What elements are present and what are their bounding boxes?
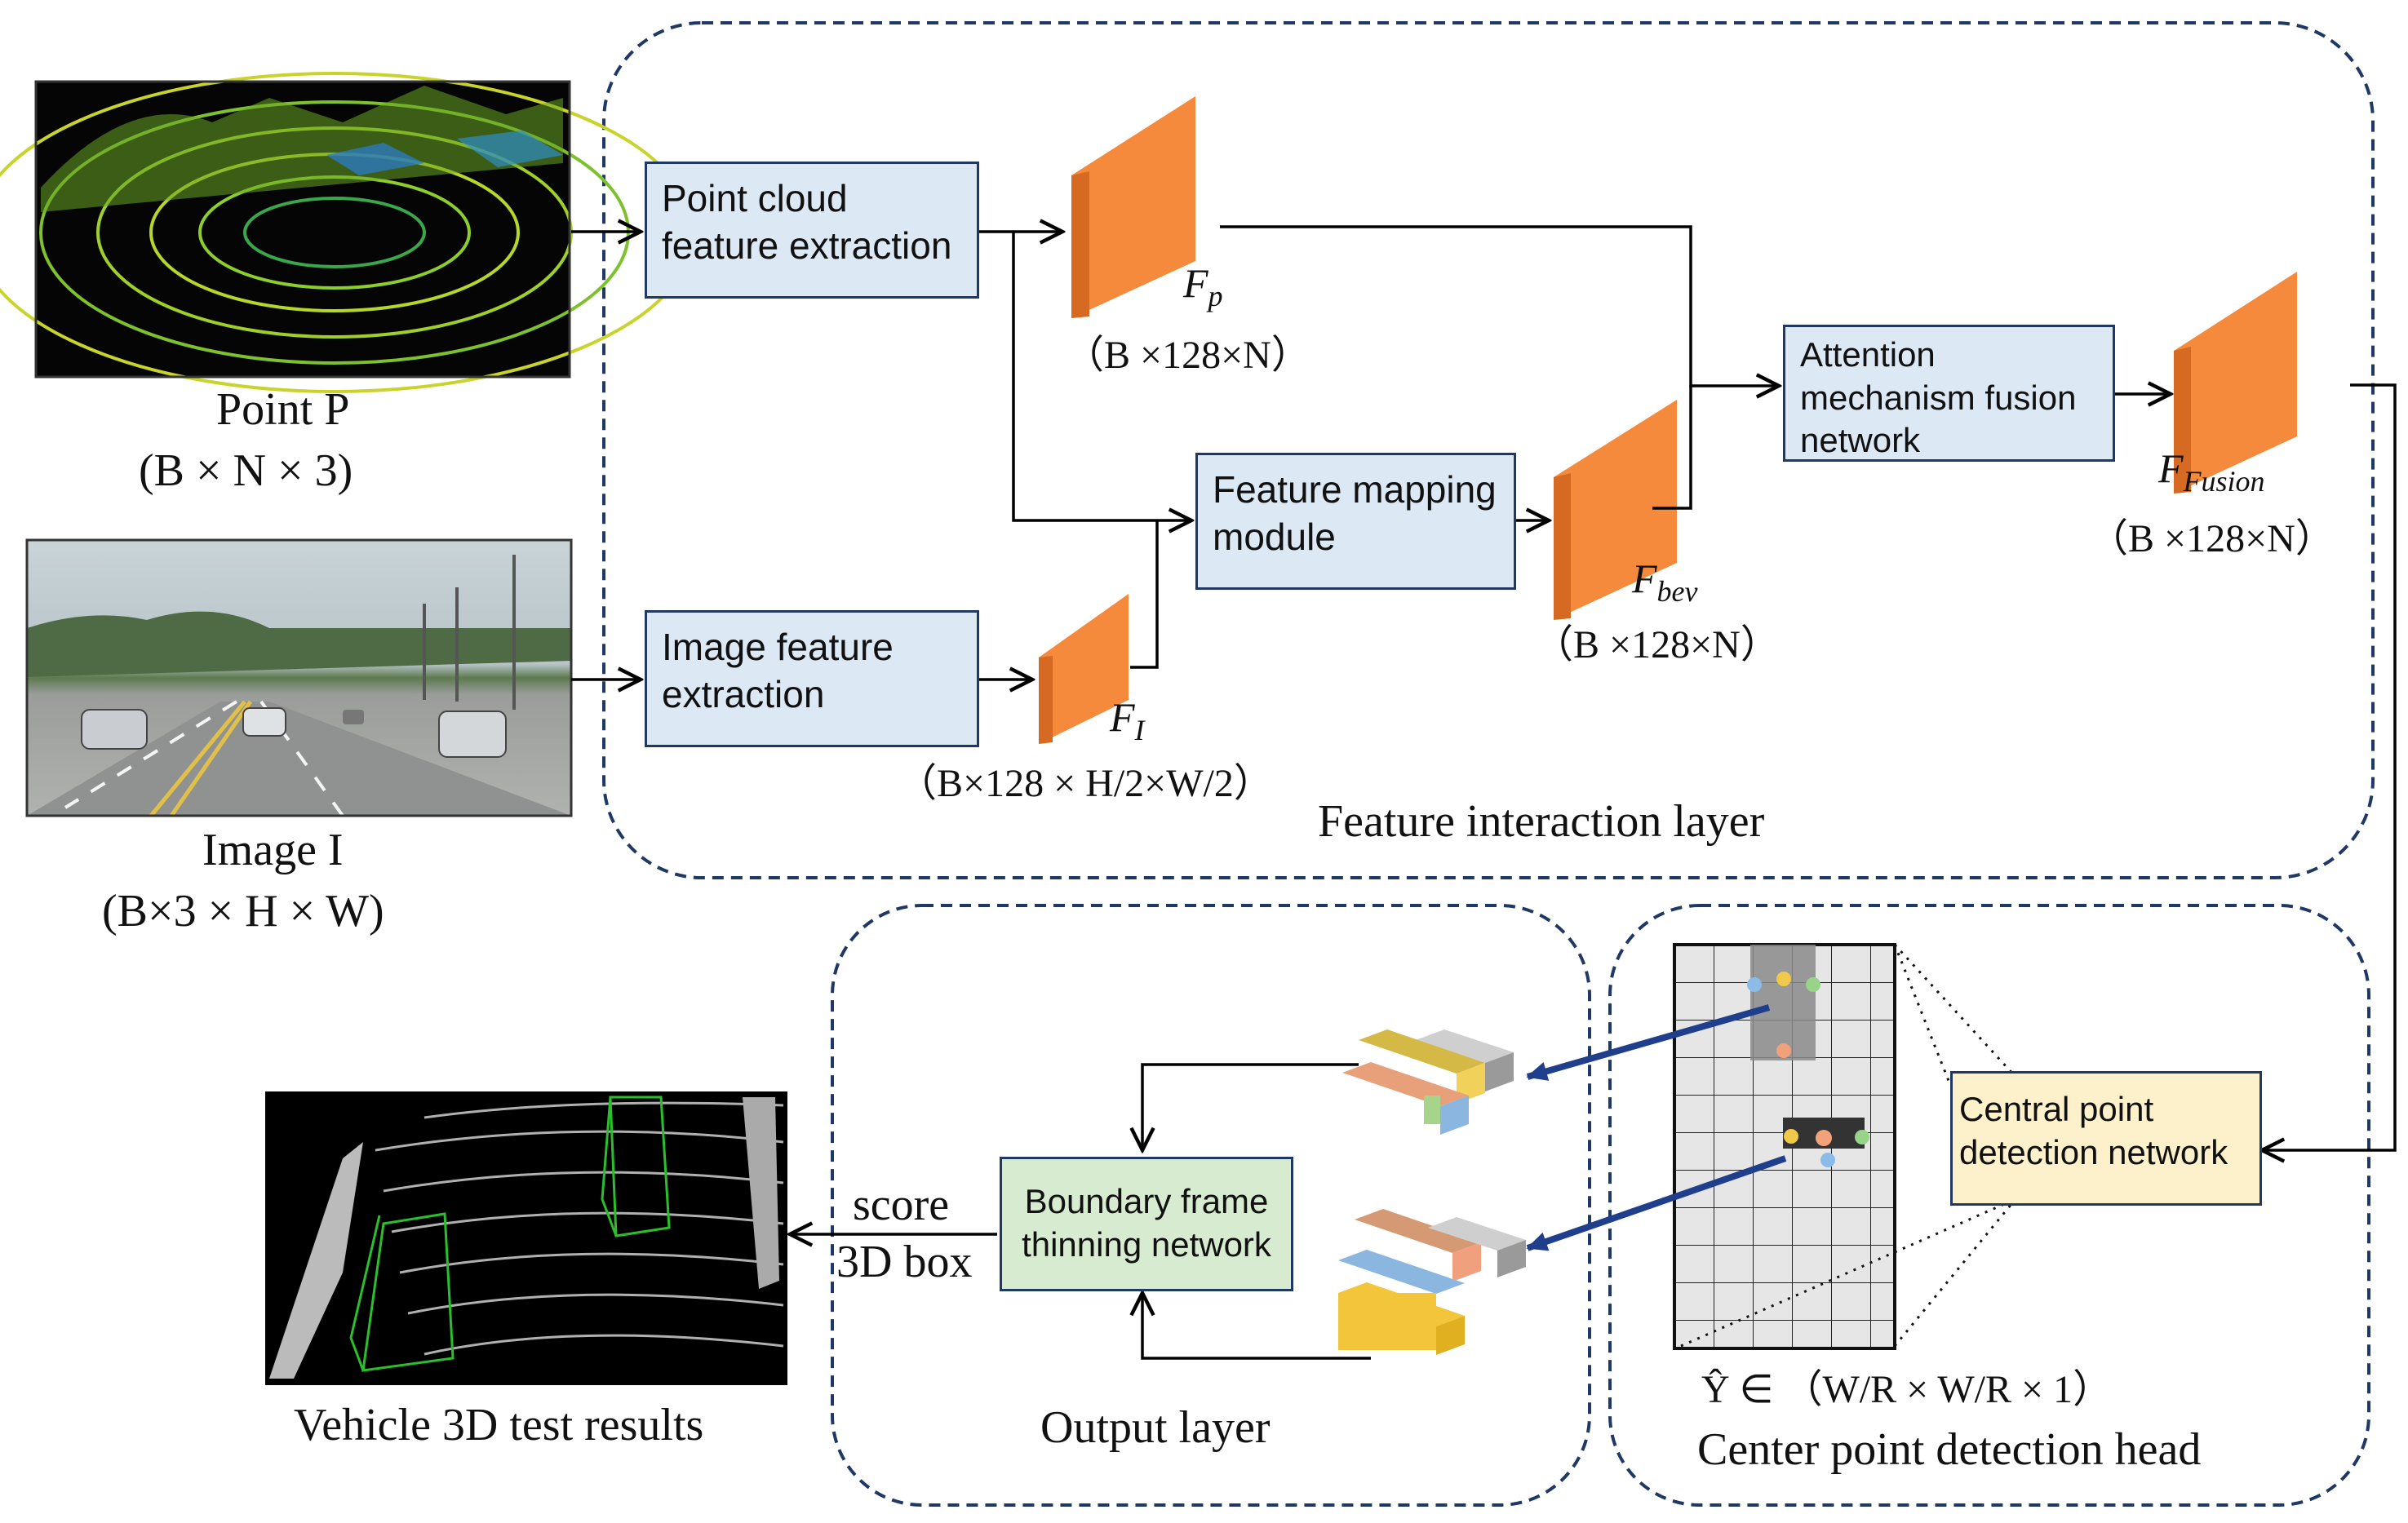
feature-map-fbev (1554, 400, 1677, 620)
feature-interaction-title: Feature interaction layer (1318, 796, 1765, 847)
feature-map-fp (1071, 96, 1195, 318)
output-layer-title: Output layer (1040, 1402, 1271, 1453)
central-point-detection-block: Central point detection network (1950, 1071, 2262, 1206)
arrow-fp-to-attention (1220, 225, 1779, 386)
image-input-label: Image I (202, 825, 344, 875)
image-input-dims: (B×3 × H × W) (102, 886, 384, 936)
center-heatmap-grid (1673, 943, 2017, 1350)
image-feature-extraction-block: Image feature extraction (645, 610, 979, 747)
regression-boxes-top (1342, 1029, 1514, 1135)
regression-boxes-bottom (1338, 1209, 1526, 1355)
center-head-title: Center point detection head (1697, 1424, 2202, 1475)
score-label: score (853, 1180, 950, 1230)
fi-symbol: FI (1110, 694, 1145, 746)
feature-mapping-block: Feature mapping module (1195, 453, 1516, 590)
box-3d-label: 3D box (836, 1237, 973, 1287)
arrow-fi-to-mapping (1130, 520, 1159, 669)
feature-map-fi (1039, 594, 1129, 744)
arrow-top-to-boundary (1142, 1063, 1359, 1150)
arrow-heatmap-to-top-boxes (1526, 1004, 1771, 1081)
point-cloud-extraction-block: Point cloud feature extraction (645, 162, 979, 299)
ffusion-symbol: FFusion (2158, 445, 2265, 498)
heatmap-formula: Ŷ ∈ （W/R × W/R × 1） (1701, 1368, 2113, 1411)
output-layer-region (831, 904, 1591, 1507)
arrow-bottom-to-boundary (1142, 1293, 1371, 1360)
center-head-region (1608, 904, 2370, 1507)
arrow-heatmap-to-bottom-boxes (1526, 1155, 1787, 1251)
fbev-dims: （B ×128×N） (1534, 623, 1780, 666)
vehicle-result-caption: Vehicle 3D test results (294, 1400, 704, 1450)
fbev-symbol: Fbev (1632, 556, 1698, 608)
boundary-thinning-block: Boundary frame thinning network (1000, 1157, 1293, 1291)
fp-dims: （B ×128×N） (1065, 334, 1310, 377)
arrow-fbev-to-attention (1652, 386, 1692, 510)
fi-dims: （B×128 × H/2×W/2） (898, 762, 1273, 805)
point-input-dims: (B × N × 3) (139, 445, 353, 496)
attention-fusion-block: Attention mechanism fusion network (1783, 325, 2115, 462)
ffusion-dims: （B ×128×N） (2089, 517, 2335, 560)
feature-map-ffusion (2174, 272, 2297, 494)
fp-symbol: Fp (1183, 260, 1223, 312)
point-input-label: Point P (216, 384, 350, 435)
road-camera-image (25, 538, 573, 817)
feature-interaction-region (602, 21, 2375, 879)
arrow-ffusion-to-center (2262, 383, 2397, 1150)
arrow-pc-to-mapping (1012, 232, 1191, 520)
vehicle-3d-result-image (265, 1091, 787, 1385)
